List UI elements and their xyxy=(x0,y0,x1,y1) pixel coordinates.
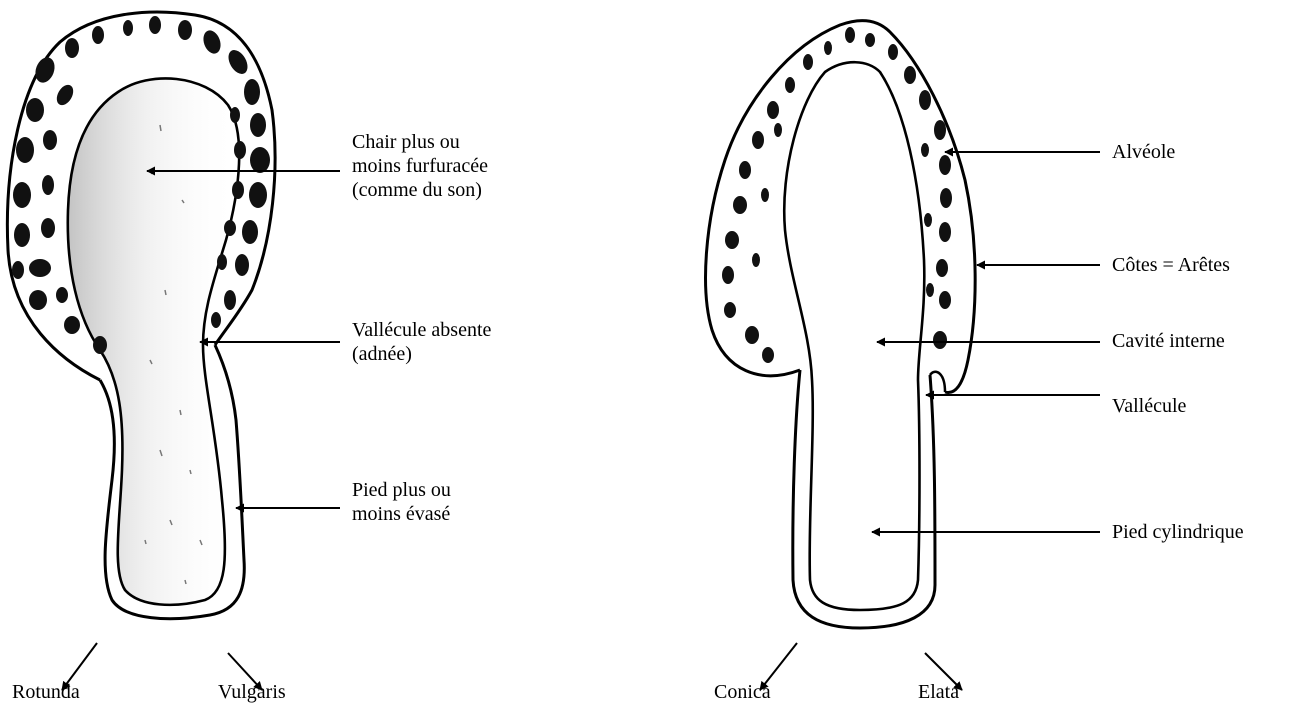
label-chair-line-3: (comme du son) xyxy=(352,178,488,202)
label-chair-line-1: Chair plus ou xyxy=(352,130,488,154)
label-cotes-aretes: Côtes = Arêtes xyxy=(1112,253,1230,277)
label-pied-evase-line-2: moins évasé xyxy=(352,502,451,526)
label-pied-evase: Pied plus ou moins évasé xyxy=(352,478,451,526)
left-morel xyxy=(7,12,275,619)
label-vallecule: Vallécule xyxy=(1112,394,1186,418)
label-variant-elata: Elata xyxy=(918,680,959,704)
label-variant-vulgaris: Vulgaris xyxy=(218,680,286,704)
label-alveole: Alvéole xyxy=(1112,140,1175,164)
right-arrows xyxy=(760,152,1100,690)
label-variant-conica: Conica xyxy=(714,680,771,704)
label-pied-evase-line-1: Pied plus ou xyxy=(352,478,451,502)
label-chair-furfuracee: Chair plus ou moins furfuracée (comme du… xyxy=(352,130,488,202)
label-chair-line-2: moins furfuracée xyxy=(352,154,488,178)
label-cavite-interne: Cavité interne xyxy=(1112,329,1225,353)
label-vallecule-absente-line-2: (adnée) xyxy=(352,342,491,366)
label-vallecule-absente-line-1: Vallécule absente xyxy=(352,318,491,342)
label-variant-rotunda: Rotunda xyxy=(12,680,80,704)
right-morel xyxy=(706,21,976,628)
label-vallecule-absente: Vallécule absente (adnée) xyxy=(352,318,491,366)
right-stem-outline xyxy=(793,370,935,628)
right-inner-cavity xyxy=(784,62,924,610)
label-pied-cylindrique: Pied cylindrique xyxy=(1112,520,1244,544)
